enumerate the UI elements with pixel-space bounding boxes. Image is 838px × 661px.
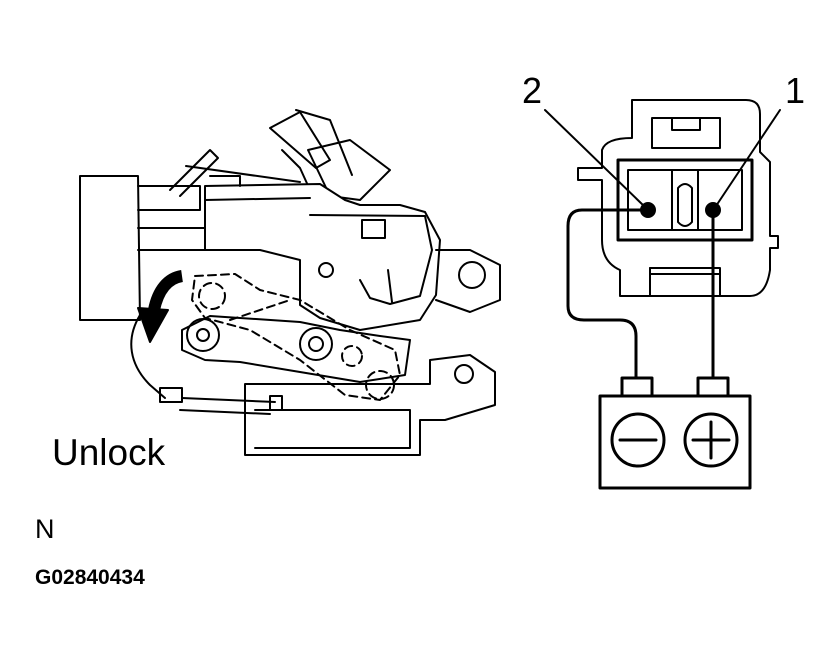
unlock-label: Unlock <box>52 432 166 473</box>
terminal-1-label: 1 <box>785 70 806 111</box>
leader-line-terminal-1 <box>715 109 781 207</box>
terminal-2-label: 2 <box>522 70 543 111</box>
wire-negative <box>566 208 650 380</box>
battery-icon <box>598 376 752 490</box>
door-lock-motor-assembly <box>79 109 501 456</box>
battery-positive-terminal <box>683 412 739 468</box>
orientation-label: N <box>35 514 55 544</box>
unlock-linkage-dashed <box>191 273 401 401</box>
leader-line-terminal-2 <box>544 109 646 208</box>
curved-down-arrow-icon <box>137 270 184 343</box>
figure-code: G02840434 <box>35 566 145 589</box>
connector-icon <box>577 99 779 297</box>
battery-negative-terminal <box>610 412 666 468</box>
